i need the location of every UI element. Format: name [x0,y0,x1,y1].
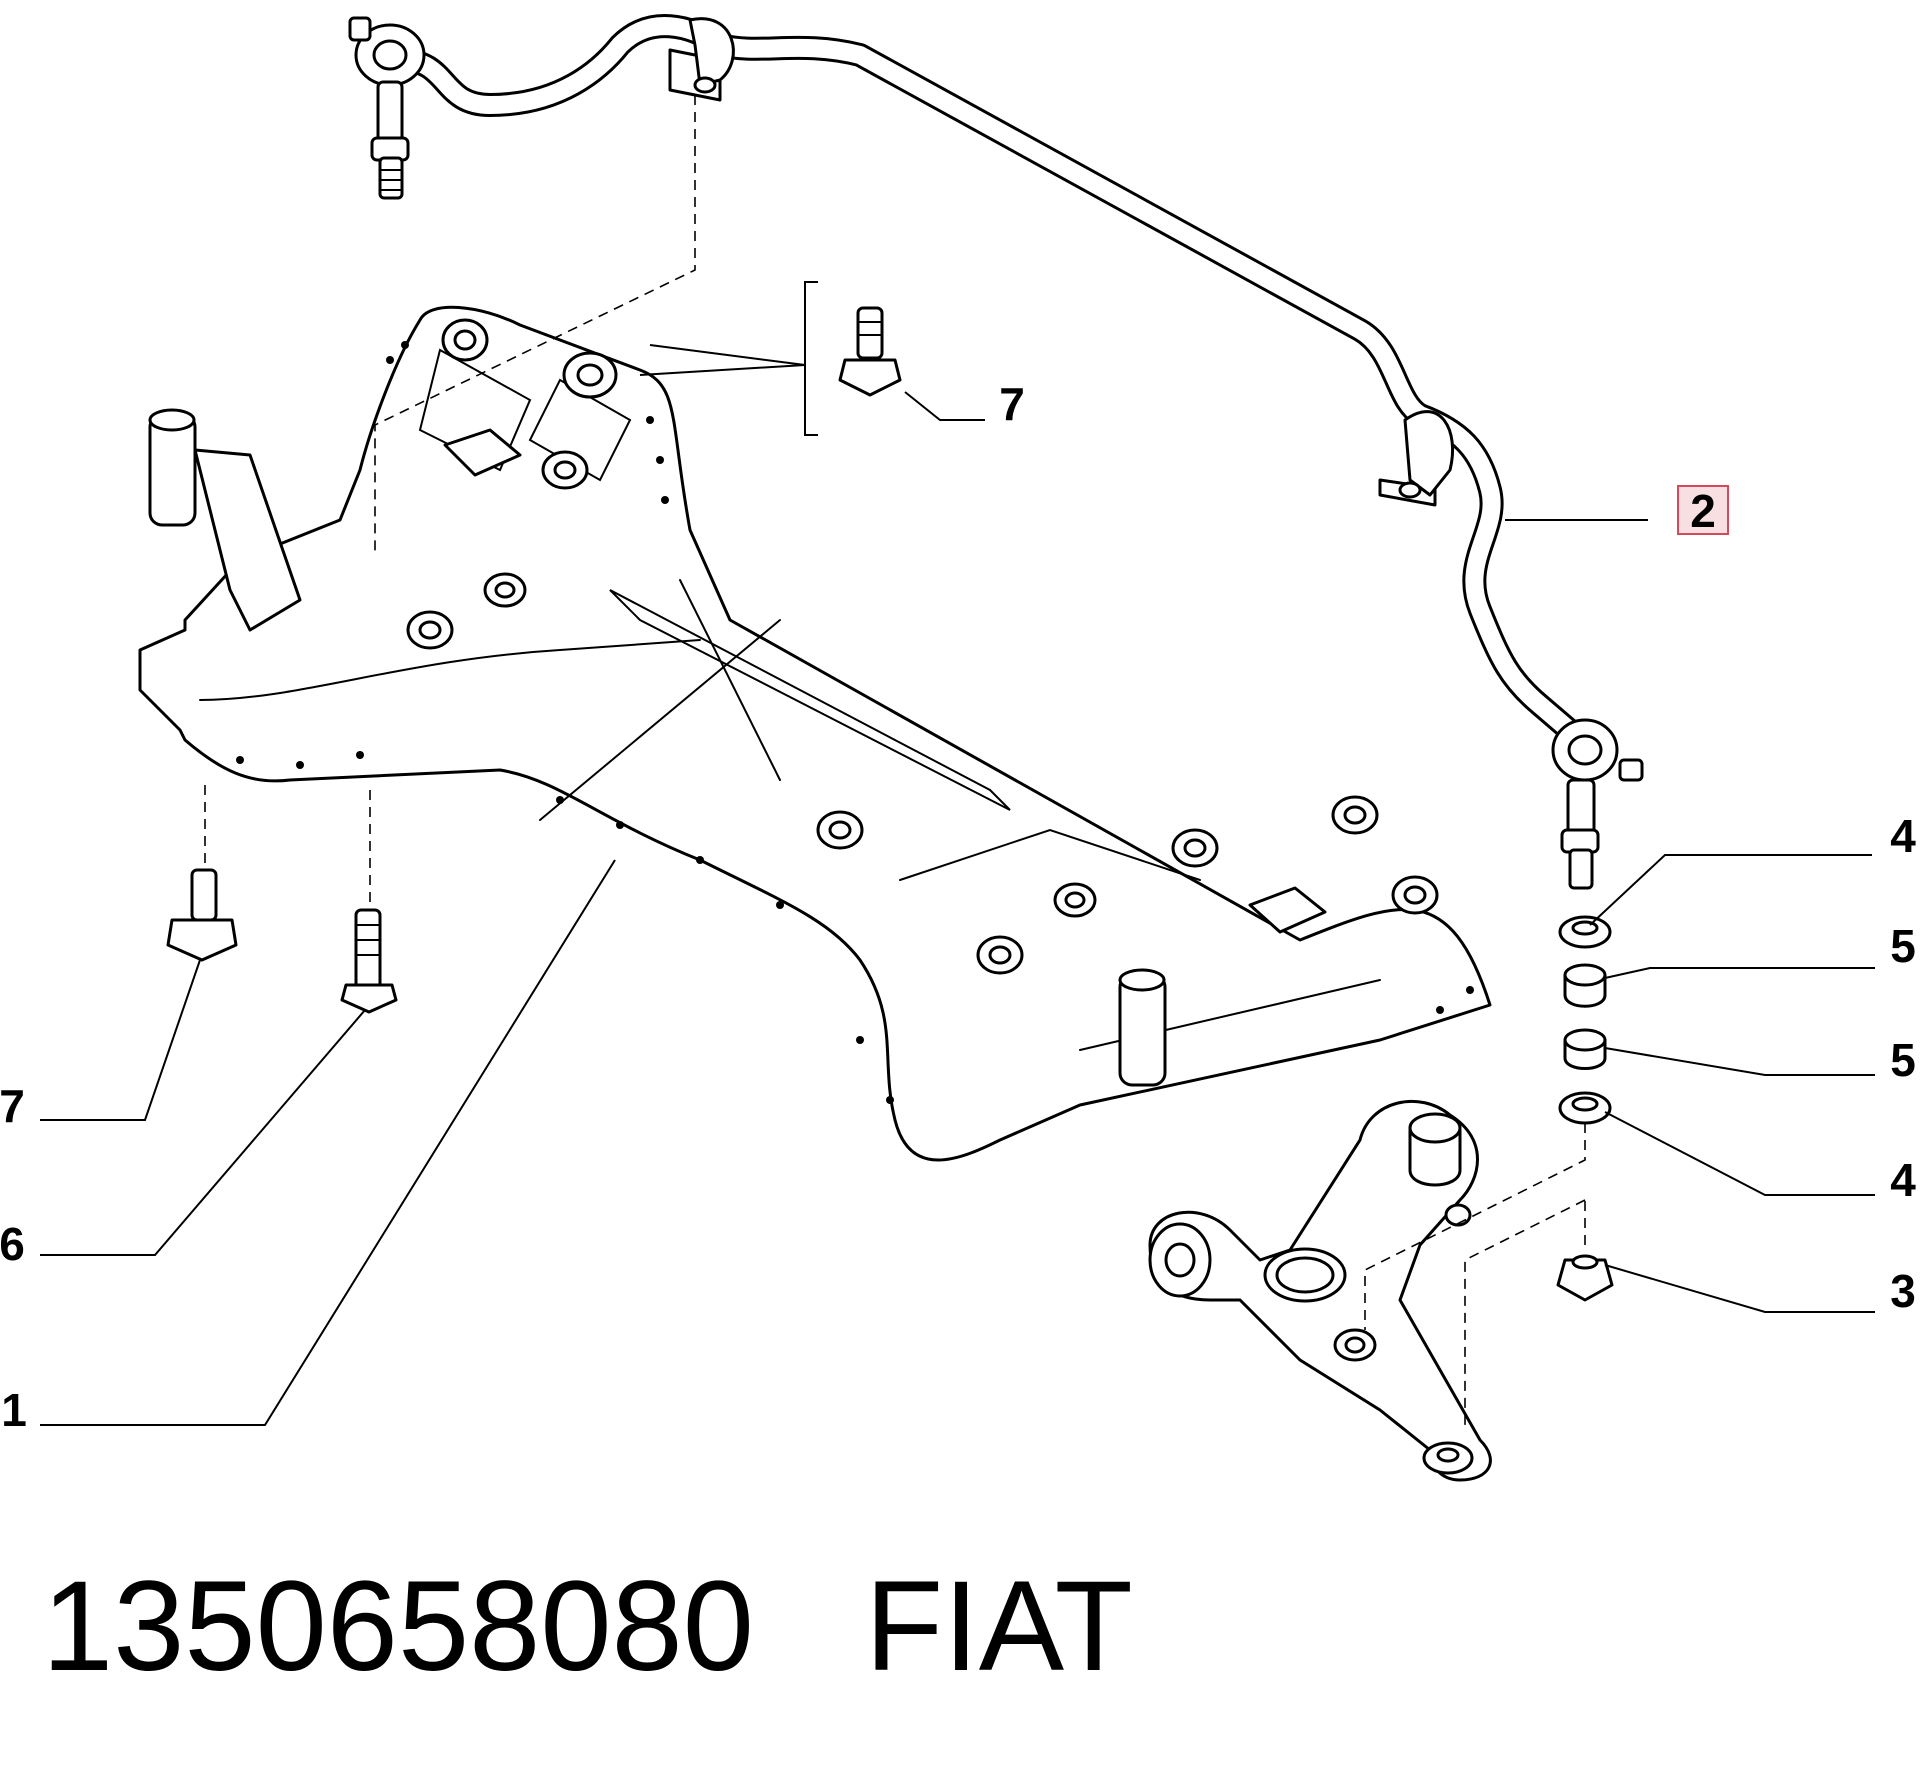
washer-lower [1558,1091,1612,1125]
callout-3: 3 [1890,1265,1916,1317]
footer: 1350658080 FIAT [42,1555,1133,1698]
hex-nut [1556,1254,1614,1302]
lower-left-bolt [166,868,238,962]
washer-upper [1558,915,1612,949]
callout-5-lower: 5 [1890,1034,1916,1086]
part-number: 1350658080 [42,1555,754,1698]
leader-lines [40,391,1875,1426]
callout-4-lower: 4 [1890,1154,1916,1206]
front-subframe [138,305,1492,1162]
callout-7-lower: 7 [0,1080,25,1132]
right-bar-clamp [1378,410,1455,507]
bushing-upper [1563,963,1607,1008]
callout-labels: 7 2 4 5 5 4 3 7 6 1 [0,378,1916,1436]
assembly-lines [204,95,1586,1430]
callout-7-upper: 7 [999,378,1025,430]
left-bar-clamp [668,17,735,102]
callout-2: 2 [1690,485,1716,537]
left-stabilizer-link [348,16,426,200]
callout-1: 1 [1,1384,27,1436]
upper-bolt-bracket [639,281,818,436]
stabilizer-bar [388,14,1587,747]
callout-6: 6 [0,1218,25,1270]
callout-2-highlight-box [1677,485,1729,535]
callout-5-upper: 5 [1890,920,1916,972]
lower-middle-bolt [340,908,398,1014]
lower-control-arm [1148,1099,1492,1482]
right-stabilizer-link [1551,718,1644,890]
callout-4-upper: 4 [1890,810,1916,862]
bushing-lower [1563,1028,1607,1070]
brand-name: FIAT [865,1555,1133,1698]
upper-bolt [838,306,902,397]
